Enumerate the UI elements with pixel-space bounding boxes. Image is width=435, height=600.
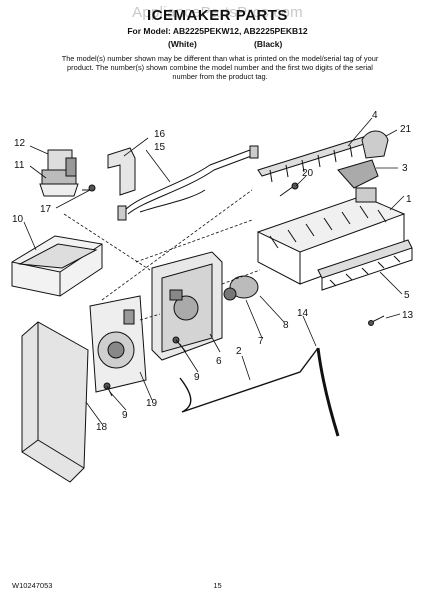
callout-10: 10 [12,214,24,225]
model-note: The model(s) number shown may be differe… [61,54,379,81]
screw-17-drawing [88,184,96,192]
page-title: ICEMAKER PARTS [147,7,288,24]
model-line: For Model: AB2225PEKW12, AB2225PEKB12 [127,26,308,36]
callout-9-upper: 9 [194,372,200,383]
document-code: W10247053 [12,581,53,590]
motor-coupler-drawing [209,275,259,303]
color-black-label: (Black) [254,39,283,49]
cover-21-drawing [361,130,389,159]
motor-plate-drawing [89,295,147,393]
callout-14: 14 [297,308,309,319]
callout-18: 18 [96,422,108,433]
callout-5: 5 [404,290,410,301]
screw-20-drawing [279,182,299,197]
bracket-drawing [107,147,136,196]
callout-1: 1 [406,194,412,205]
callout-4: 4 [372,110,378,121]
screw-13-drawing [368,315,385,326]
callout-3: 3 [402,163,408,174]
shutoff-arm-drawing [337,159,379,189]
callout-7: 7 [258,336,264,347]
callout-6: 6 [216,356,222,367]
callout-17: 17 [40,204,52,215]
front-cover-drawing [21,321,89,483]
fill-tube-drawing [316,347,340,437]
callout-2: 2 [236,346,242,357]
callout-12: 12 [14,138,26,149]
callout-11: 11 [14,160,25,171]
control-housing-drawing [151,251,223,361]
color-white-label: (White) [168,39,197,49]
callout-21: 21 [400,124,412,135]
callout-16: 16 [154,129,166,140]
callout-13: 13 [402,310,414,321]
callout-15: 15 [154,142,166,153]
callout-8: 8 [283,320,289,331]
heater-drawing [317,239,413,291]
watermark-text: AppliancePartsPros.com [132,4,303,21]
page-number: 15 [213,581,222,590]
water-valve-drawing [39,149,92,197]
callout-9-lower: 9 [122,410,128,421]
wire-harness-drawing [117,145,259,221]
shutoff-wire-drawing [179,347,319,413]
callout-19: 19 [146,398,158,409]
ice-bin-drawing [11,235,103,297]
callout-20: 20 [302,168,314,179]
